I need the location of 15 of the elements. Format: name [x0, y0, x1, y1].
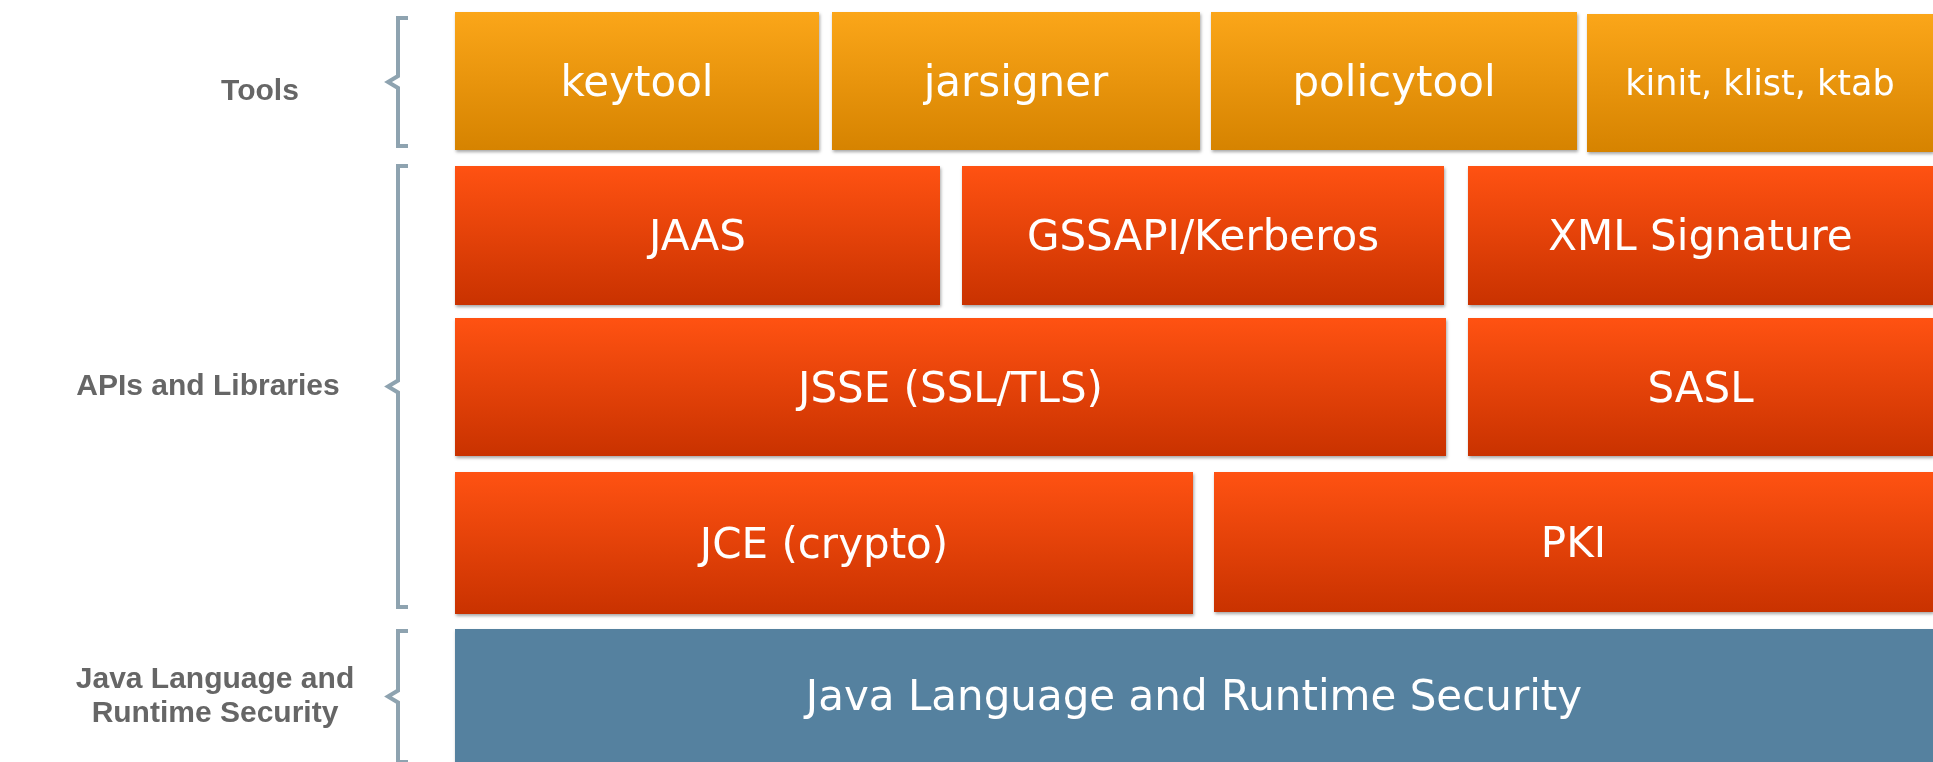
tool-box: kinit, klist, ktab	[1587, 14, 1933, 152]
api-box: SASL	[1468, 318, 1933, 456]
layer-label: Java Language and Runtime Security	[74, 660, 356, 730]
layer-label: Tools	[220, 72, 300, 107]
api-box: JSSE (SSL/TLS)	[455, 318, 1446, 456]
runtime-box: Java Language and Runtime Security	[455, 629, 1933, 762]
api-box: XML Signature	[1468, 166, 1933, 305]
tool-box: jarsigner	[832, 12, 1200, 150]
tool-box: keytool	[455, 12, 819, 150]
api-box: PKI	[1214, 472, 1933, 612]
tool-box: policytool	[1211, 12, 1577, 150]
layer-label: APIs and Libraries	[75, 367, 341, 402]
api-box: JAAS	[455, 166, 940, 305]
api-box: JCE (crypto)	[455, 472, 1193, 614]
api-box: GSSAPI/Kerberos	[962, 166, 1444, 305]
